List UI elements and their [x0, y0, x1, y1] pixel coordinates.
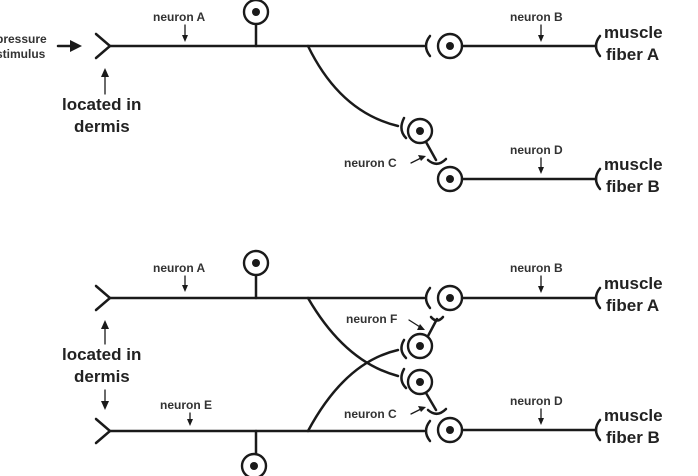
neuromuscular-junction-b-2 — [594, 418, 602, 442]
location-pointer-up-head — [101, 320, 109, 329]
neuron-f-pointer-head — [417, 324, 425, 330]
neuron-c-nucleus-2 — [416, 378, 424, 386]
neuromuscular-junction-b — [594, 167, 602, 191]
neuron-a-label: neuron A — [153, 10, 206, 24]
neuron-e-nucleus — [250, 462, 258, 470]
neuron-b-label-2: neuron B — [510, 261, 563, 275]
neuron-a-pointer-head-2 — [182, 285, 188, 292]
synapse-e-f — [400, 338, 408, 360]
neuron-c-label: neuron C — [344, 156, 397, 170]
neuron-f-axon — [426, 317, 439, 338]
neuromuscular-junction-a-2 — [594, 286, 602, 310]
bottom-panel: neuron A neuron B muscle fiber A neuron … — [62, 249, 663, 476]
neuron-c-label-2: neuron C — [344, 407, 397, 421]
muscle-fiber-a-label: muscle — [604, 23, 663, 42]
neuron-d-nucleus-2 — [446, 426, 454, 434]
neuron-c-axon — [424, 140, 438, 162]
neuron-d-label: neuron D — [510, 143, 563, 157]
neuron-e-label: neuron E — [160, 398, 212, 412]
neuron-f-pointer — [408, 319, 421, 328]
sensory-receptor-ending-e — [94, 417, 112, 445]
muscle-fiber-b-label: muscle — [604, 155, 663, 174]
synapse-e-d — [424, 419, 432, 443]
neuron-d-label-2: neuron D — [510, 394, 563, 408]
location-label-2: located in — [62, 345, 141, 364]
neuron-a-branch — [306, 44, 400, 128]
neuron-e-branch — [306, 348, 400, 433]
stimulus-label: pressure — [0, 32, 47, 46]
stimulus-label-line2: stimulus — [0, 47, 46, 61]
neuron-d-nucleus — [446, 175, 454, 183]
neuron-a-branch-2 — [306, 296, 400, 378]
muscle-fiber-b-label-2-line2: fiber B — [606, 428, 660, 447]
synapse-c-d — [426, 157, 448, 165]
neuron-c-pointer-head-2 — [418, 406, 426, 412]
neuron-b-pointer-head-2 — [538, 286, 544, 293]
muscle-fiber-b-label-2: muscle — [604, 406, 663, 425]
neuron-c-pointer-2 — [410, 408, 422, 415]
neuron-d-pointer-head-2 — [538, 418, 544, 425]
muscle-fiber-a-label-line2: fiber A — [606, 45, 659, 64]
location-pointer-head — [101, 68, 109, 77]
sensory-receptor-ending — [94, 32, 112, 60]
location-label-2-line2: dermis — [74, 367, 130, 386]
neuron-b-nucleus — [446, 42, 454, 50]
neuron-b-nucleus-2 — [446, 294, 454, 302]
neuron-c-pointer-head — [418, 155, 426, 161]
location-label: located in — [62, 95, 141, 114]
neuron-a-pointer-head — [182, 35, 188, 42]
synapse-a-c — [400, 116, 408, 140]
synapse-c-d-2 — [426, 407, 448, 415]
neuron-e-pointer-head — [187, 419, 193, 426]
muscle-fiber-a-label-2: muscle — [604, 274, 663, 293]
neuron-f-nucleus — [416, 342, 424, 350]
muscle-fiber-b-label-line2: fiber B — [606, 177, 660, 196]
location-label-line2: dermis — [74, 117, 130, 136]
neuron-a-label-2: neuron A — [153, 261, 206, 275]
neuron-b-pointer-head — [538, 35, 544, 42]
sensory-receptor-ending-a — [94, 284, 112, 312]
location-pointer-down-head — [101, 401, 109, 410]
neuron-a-nucleus-2 — [252, 259, 260, 267]
synapse-a-b — [424, 34, 432, 58]
top-panel: pressure stimulus neuron A neuron B musc… — [0, 0, 663, 196]
stimulus-arrow-head — [70, 40, 82, 52]
neuron-a-nucleus — [252, 8, 260, 16]
synapse-a-c-2 — [400, 367, 408, 390]
synapse-a-b-2 — [424, 286, 432, 310]
neuron-c-nucleus — [416, 127, 424, 135]
neuron-c-pointer — [410, 157, 422, 164]
neuromuscular-junction-a — [594, 34, 602, 58]
neuron-b-label: neuron B — [510, 10, 563, 24]
neuron-d-pointer-head — [538, 167, 544, 174]
neuron-f-label: neuron F — [346, 312, 397, 326]
neuron-c-axon-2 — [424, 391, 438, 412]
muscle-fiber-a-label-2-line2: fiber A — [606, 296, 659, 315]
